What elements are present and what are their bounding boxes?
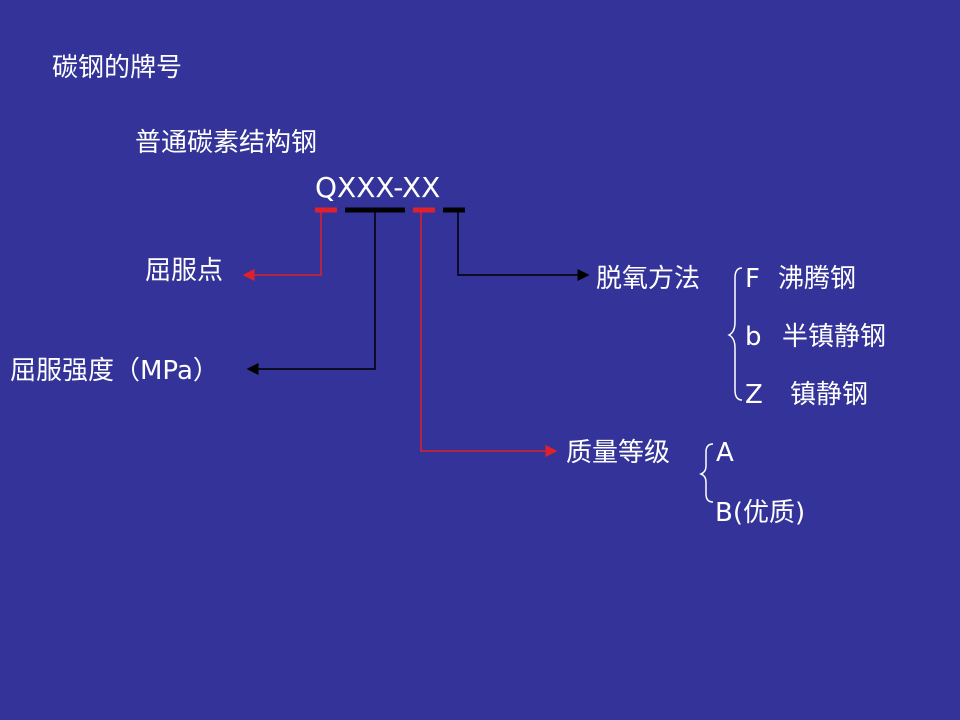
quality-option-a: A — [716, 438, 734, 468]
deox-option-code-f: F — [745, 264, 760, 294]
deox-option-name-z: 镇静钢 — [790, 380, 869, 410]
yield-point-label: 屈服点 — [145, 256, 224, 286]
deox-option-name-b: 半镇静钢 — [782, 322, 887, 352]
quality-option-b: B(优质) — [715, 498, 806, 528]
deox-option-code-z: Z — [745, 380, 763, 410]
connector-quality — [420, 212, 558, 457]
connector-deoxidation — [457, 212, 590, 281]
yield-strength-label: 屈服强度（MPa） — [10, 356, 219, 386]
quality-label: 质量等级 — [566, 438, 671, 468]
connector-yield-strength — [246, 212, 376, 375]
page-title: 碳钢的牌号 — [52, 53, 183, 83]
deox-option-code-b: b — [745, 322, 762, 352]
quality-brace — [698, 443, 714, 503]
steel-type-heading: 普通碳素结构钢 — [135, 128, 318, 158]
deox-option-name-f: 沸腾钢 — [778, 264, 857, 294]
connector-yield-point — [242, 212, 322, 281]
deoxidation-label: 脱氧方法 — [596, 264, 701, 294]
grade-code: QXXX-XX — [315, 171, 441, 204]
deoxidation-brace — [727, 267, 743, 401]
